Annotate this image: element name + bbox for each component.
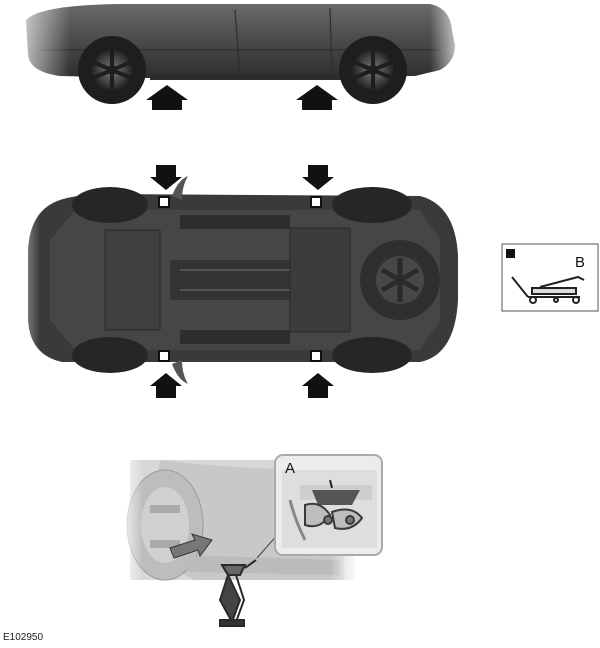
underbody-view-vehicle bbox=[0, 176, 458, 384]
arrow-icon bbox=[150, 373, 182, 398]
arrow-icon bbox=[150, 165, 182, 190]
arrow-icon bbox=[302, 373, 334, 398]
garage-jack-icon bbox=[511, 275, 585, 304]
garage-jack-callout-label: B bbox=[575, 254, 586, 271]
square-marker-icon bbox=[310, 196, 322, 208]
square-marker-icon bbox=[158, 196, 170, 208]
garage-jack-inset bbox=[501, 243, 599, 312]
rear-right-wheel-top bbox=[332, 337, 412, 373]
rear-wheel-side bbox=[339, 36, 407, 104]
arrow-icon bbox=[169, 533, 213, 559]
arrow-icon bbox=[296, 85, 338, 110]
spare-wheel-well bbox=[360, 240, 440, 320]
figure-id: E102950 bbox=[3, 632, 44, 643]
rear-left-wheel-top bbox=[332, 187, 412, 223]
arrow-icon bbox=[146, 85, 188, 110]
square-marker-icon bbox=[310, 350, 322, 362]
square-marker-icon bbox=[506, 249, 515, 258]
square-marker-icon bbox=[158, 350, 170, 362]
front-wheel-side bbox=[78, 36, 146, 104]
front-right-wheel-top bbox=[72, 337, 148, 373]
side-view-vehicle bbox=[0, 0, 470, 104]
front-left-wheel-top bbox=[72, 187, 148, 223]
arrow-icon bbox=[302, 165, 334, 190]
jack-point-detail-inset bbox=[274, 454, 383, 556]
jack-callout-label: A bbox=[285, 460, 296, 477]
scissor-jack bbox=[218, 559, 257, 627]
